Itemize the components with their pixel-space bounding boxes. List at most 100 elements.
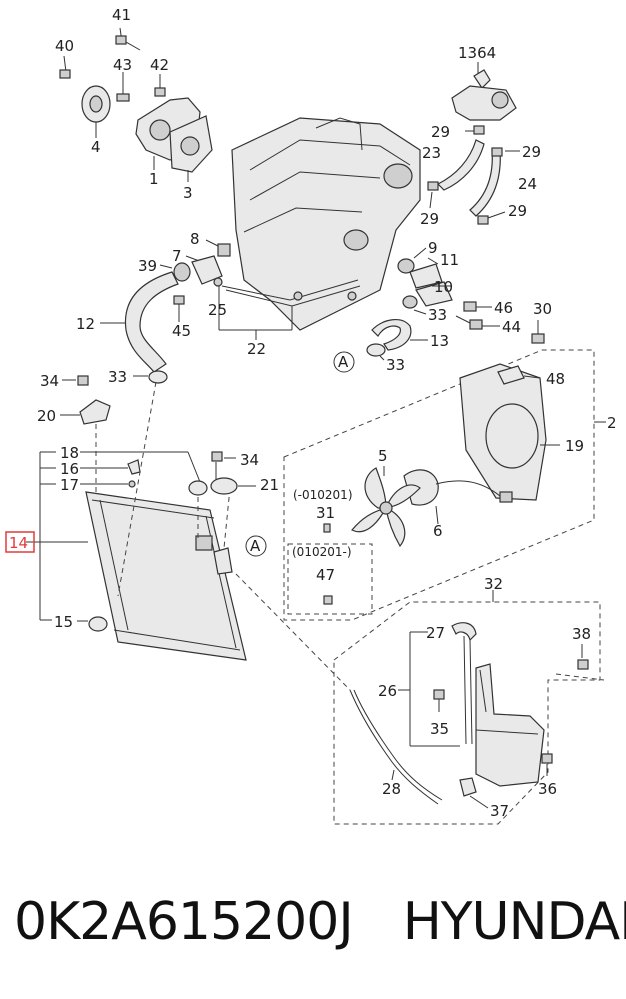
reservoir-tank-icon xyxy=(475,663,545,787)
callout-46: 46 xyxy=(494,299,513,317)
callout-29-b: 29 xyxy=(522,143,541,161)
callout-22: 22 xyxy=(247,340,266,358)
callout-23: 23 xyxy=(422,144,441,162)
bolt-40-icon xyxy=(59,69,71,79)
inlet-fittings xyxy=(159,239,361,340)
relay-48-icon xyxy=(497,365,525,385)
clip-37-icon xyxy=(459,777,477,797)
caption: 0K2A615200J HYUNDAI xyxy=(14,892,626,962)
callout-48: 48 xyxy=(546,370,565,388)
sensor-1364-icon xyxy=(473,69,491,89)
outlet-fittings xyxy=(366,247,500,361)
callout-41: 41 xyxy=(112,6,131,24)
hose-24-icon xyxy=(469,149,501,217)
engine-icon xyxy=(231,117,421,331)
bolt-44-icon xyxy=(469,319,483,330)
callout-34-a: 34 xyxy=(40,372,59,390)
callout-29-a: 29 xyxy=(431,123,450,141)
bolt-43-icon xyxy=(116,93,130,102)
thermostat-9-icon xyxy=(397,258,415,274)
callout-12: 12 xyxy=(76,315,95,333)
callout-2: 2 xyxy=(607,414,617,432)
callout-14: 14 xyxy=(9,534,28,552)
callout-39: 39 xyxy=(138,257,157,275)
callout-21: 21 xyxy=(260,476,279,494)
cap-18-icon xyxy=(188,480,208,496)
callout-27: 27 xyxy=(426,624,445,642)
callout-40: 40 xyxy=(55,37,74,55)
callout-9: 9 xyxy=(428,239,438,257)
hose-23-icon xyxy=(436,139,485,191)
callout-33-c: 33 xyxy=(386,356,405,374)
callout-37: 37 xyxy=(490,802,509,820)
mount-15-icon xyxy=(88,616,108,632)
highlight-box-14 xyxy=(5,531,35,553)
reservoir-frame xyxy=(235,573,605,825)
callout-17: 17 xyxy=(60,476,79,494)
bolt-41-icon xyxy=(115,35,127,45)
brand-name: HYUNDAI xyxy=(402,892,626,952)
callout-29-d: 29 xyxy=(508,202,527,220)
engine-block xyxy=(231,117,421,331)
callout-19: 19 xyxy=(565,437,584,455)
callout-10: 10 xyxy=(434,278,453,296)
callout-43: 43 xyxy=(113,56,132,74)
callout-11: 11 xyxy=(440,251,459,269)
water-pump-group xyxy=(59,27,213,182)
callout-1: 1 xyxy=(149,170,159,188)
callout-31: 31 xyxy=(316,504,335,522)
callout-42: 42 xyxy=(150,56,169,74)
fan-assembly-frame xyxy=(283,320,606,621)
callout-34-b: 34 xyxy=(240,451,259,469)
thermostat-group xyxy=(427,62,520,225)
bracket-20-icon xyxy=(79,399,111,425)
radiator-group xyxy=(5,375,267,661)
water-outlet-10-icon xyxy=(415,281,453,307)
drain-16-icon xyxy=(127,459,141,475)
ref-a-circle-lower xyxy=(245,535,267,557)
callout-1364: 1364 xyxy=(458,44,496,62)
plug-17-icon xyxy=(128,480,136,488)
gasket-39-icon xyxy=(173,262,191,282)
date-range-before: (-010201) xyxy=(293,488,353,502)
part-number: 0K2A615200J xyxy=(14,892,354,952)
fan-blade-5-icon xyxy=(351,467,421,548)
bolt-46-icon xyxy=(463,301,477,312)
ref-a-bottom: A xyxy=(250,537,261,555)
callout-6: 6 xyxy=(433,522,443,540)
callout-4: 4 xyxy=(91,138,101,156)
radiator-14-icon xyxy=(85,491,247,661)
ref-a-circle xyxy=(333,351,355,373)
callout-13: 13 xyxy=(430,332,449,350)
parts-diagram: 41 40 43 42 4 1 3 1364 29 23 29 24 29 29 xyxy=(5,6,617,825)
callout-24: 24 xyxy=(518,175,537,193)
callout-7: 7 xyxy=(172,247,182,265)
water-inlet-7-icon xyxy=(191,255,223,285)
callout-32: 32 xyxy=(484,575,503,593)
callout-29-c: 29 xyxy=(420,210,439,228)
callout-44: 44 xyxy=(502,318,521,336)
callout-20: 20 xyxy=(37,407,56,425)
cap-21-icon xyxy=(210,477,238,495)
clamp-33-icon xyxy=(148,370,168,384)
callout-47: 47 xyxy=(316,566,335,584)
hose-12-icon xyxy=(124,271,179,373)
callout-26: 26 xyxy=(378,682,397,700)
upper-hose xyxy=(100,271,185,384)
clamp-33-b-icon xyxy=(366,343,386,357)
callout-35: 35 xyxy=(430,720,449,738)
callout-15: 15 xyxy=(54,613,73,631)
callout-16: 16 xyxy=(60,460,79,478)
callout-28: 28 xyxy=(382,780,401,798)
hose-13-icon xyxy=(371,319,412,351)
callout-25: 25 xyxy=(208,301,227,319)
callout-45: 45 xyxy=(172,322,191,340)
ref-a-top: A xyxy=(338,353,349,371)
date-range-after: (010201-) xyxy=(292,545,352,559)
bolt-42-icon xyxy=(154,87,166,97)
bolt-34-icon xyxy=(77,375,89,386)
callout-33-a: 33 xyxy=(108,368,127,386)
callout-5: 5 xyxy=(378,447,388,465)
callout-36: 36 xyxy=(538,780,557,798)
callout-38: 38 xyxy=(572,625,591,643)
